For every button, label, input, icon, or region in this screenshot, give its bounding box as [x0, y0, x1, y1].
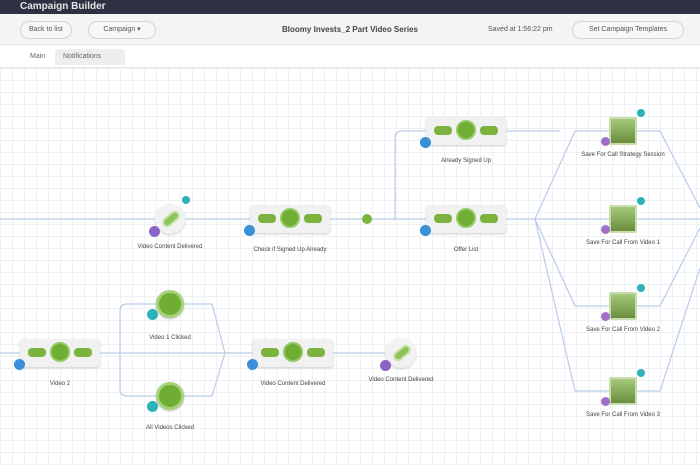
sequence-badge-icon — [420, 137, 431, 148]
email-node[interactable] — [380, 338, 416, 371]
email-icon — [391, 342, 413, 364]
node-label: Video Content Delivered — [368, 377, 434, 383]
email-icon — [160, 208, 182, 230]
node-label: Save For Call Strategy Session — [581, 152, 665, 158]
task-badge-icon — [601, 137, 610, 146]
tab-notifications[interactable]: Notifications — [55, 49, 125, 65]
link-badge-icon — [637, 284, 645, 292]
tab-bar: Main Notifications — [0, 45, 700, 67]
task-badge-icon — [601, 397, 610, 406]
campaign-canvas[interactable]: Video Content Delivered Check if Signed … — [0, 67, 700, 465]
sequence-node[interactable] — [14, 339, 100, 370]
sequence-node[interactable] — [247, 339, 333, 370]
toolbar: Back to list Campaign ▾ Bloomy Invests_2… — [0, 14, 700, 45]
node-label: Check if Signed Up Already — [253, 247, 327, 253]
goal-node[interactable] — [147, 382, 184, 412]
sequence-badge-icon — [244, 225, 255, 236]
sequence-node[interactable] — [420, 205, 506, 236]
campaign-title[interactable]: Bloomy Invests_2 Part Video Series — [282, 25, 418, 34]
goal-badge-icon — [147, 309, 158, 320]
goal-node[interactable] — [147, 290, 184, 320]
node-label: All Videos Clicked — [146, 425, 194, 431]
task-node[interactable] — [601, 369, 645, 406]
tab-main[interactable]: Main — [22, 49, 54, 65]
task-node[interactable] — [601, 197, 645, 234]
app-header: Campaign Builder — [0, 0, 700, 14]
sequence-node[interactable] — [420, 117, 506, 148]
email-node[interactable] — [149, 196, 190, 237]
sequence-icon — [283, 342, 303, 362]
sequence-badge-icon — [420, 225, 431, 236]
task-badge-icon — [601, 225, 610, 234]
node-label: Video 1 Clicked — [149, 335, 191, 341]
link-badge-icon — [182, 196, 190, 204]
sequence-icon — [456, 120, 476, 140]
app-title: Campaign Builder — [20, 1, 106, 12]
node-label: Video 2 — [49, 381, 71, 387]
task-node[interactable] — [601, 284, 645, 321]
email-badge-icon — [380, 360, 391, 371]
node-label: Save For Call From Video 2 — [586, 327, 660, 333]
back-to-list-button[interactable]: Back to list — [20, 21, 72, 39]
link-badge-icon — [637, 197, 645, 205]
node-label: Already Signed Up — [440, 158, 492, 164]
link-badge-icon — [637, 369, 645, 377]
connections — [0, 130, 700, 397]
sequence-node[interactable] — [244, 205, 330, 236]
node-label: Save For Call From Video 1 — [586, 240, 660, 246]
merge-node[interactable] — [362, 214, 372, 224]
task-badge-icon — [601, 312, 610, 321]
node-label: Video Content Delivered — [137, 244, 203, 250]
sequence-icon — [280, 208, 300, 228]
email-badge-icon — [149, 226, 160, 237]
node-label: Offer List — [453, 247, 479, 253]
sequence-badge-icon — [247, 359, 258, 370]
node-label: Video Content Delivered — [260, 381, 326, 387]
campaign-dropdown[interactable]: Campaign ▾ — [88, 21, 156, 39]
link-badge-icon — [637, 109, 645, 117]
sequence-icon — [456, 208, 476, 228]
sequence-icon — [50, 342, 70, 362]
set-templates-button[interactable]: Set Campaign Templates — [572, 21, 684, 39]
saved-status: Saved at 1:56:22 pm — [488, 26, 553, 33]
node-label: Save For Call From Video 3 — [586, 412, 660, 418]
goal-badge-icon — [147, 401, 158, 412]
task-node[interactable] — [601, 109, 645, 146]
sequence-badge-icon — [14, 359, 25, 370]
